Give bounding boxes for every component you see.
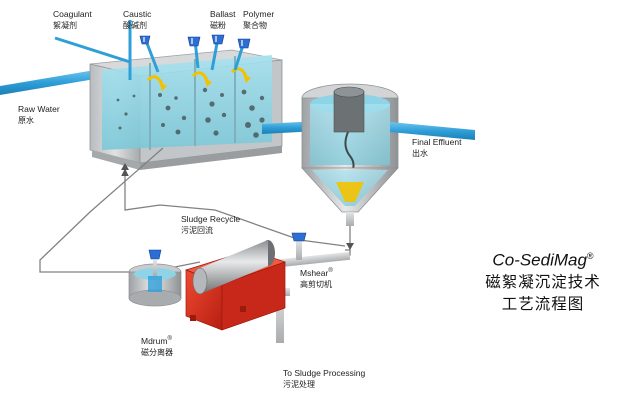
raw-water-label: Raw Water 原水 xyxy=(18,104,60,125)
mdrum-separator xyxy=(184,240,287,331)
clarifier xyxy=(301,83,399,226)
chemical-feed-lines xyxy=(54,20,251,80)
title-chinese-line2: 工艺流程图 xyxy=(501,294,585,313)
raw-water-pipe xyxy=(0,69,101,95)
final-effluent-pipe xyxy=(390,122,475,140)
mshear-label: Mshear® 高剪切机 xyxy=(300,267,333,289)
final-effluent-label: Final Effluent 出水 xyxy=(412,137,462,158)
coagulant-label: Coagulant 絮凝剂 xyxy=(53,9,92,30)
polymer-label: Polymer 聚合物 xyxy=(243,9,275,30)
ballast-feed-tank xyxy=(128,249,182,307)
sludge-recycle-lines xyxy=(39,147,351,276)
caustic-label: Caustic 酸碱剂 xyxy=(123,9,152,30)
diagram-title: Co-SediMag® 磁絮凝沉淀技术 工艺流程图 xyxy=(468,246,618,315)
flow-arrows xyxy=(146,67,248,85)
reaction-tank xyxy=(89,49,283,170)
flow-arrowheads xyxy=(121,163,354,250)
sludge-processing-label: To Sludge Processing 污泥处理 xyxy=(283,368,366,389)
mdrum-label: Mdrum® 磁分离器 xyxy=(141,335,173,357)
ballast-label: Ballast 磁粉 xyxy=(210,9,236,30)
title-chinese-line1: 磁絮凝沉淀技术 xyxy=(485,272,601,291)
title-english: Co-SediMag® xyxy=(492,250,594,270)
sludge-recycle-label: Sludge Recycle 污泥回流 xyxy=(181,214,241,235)
